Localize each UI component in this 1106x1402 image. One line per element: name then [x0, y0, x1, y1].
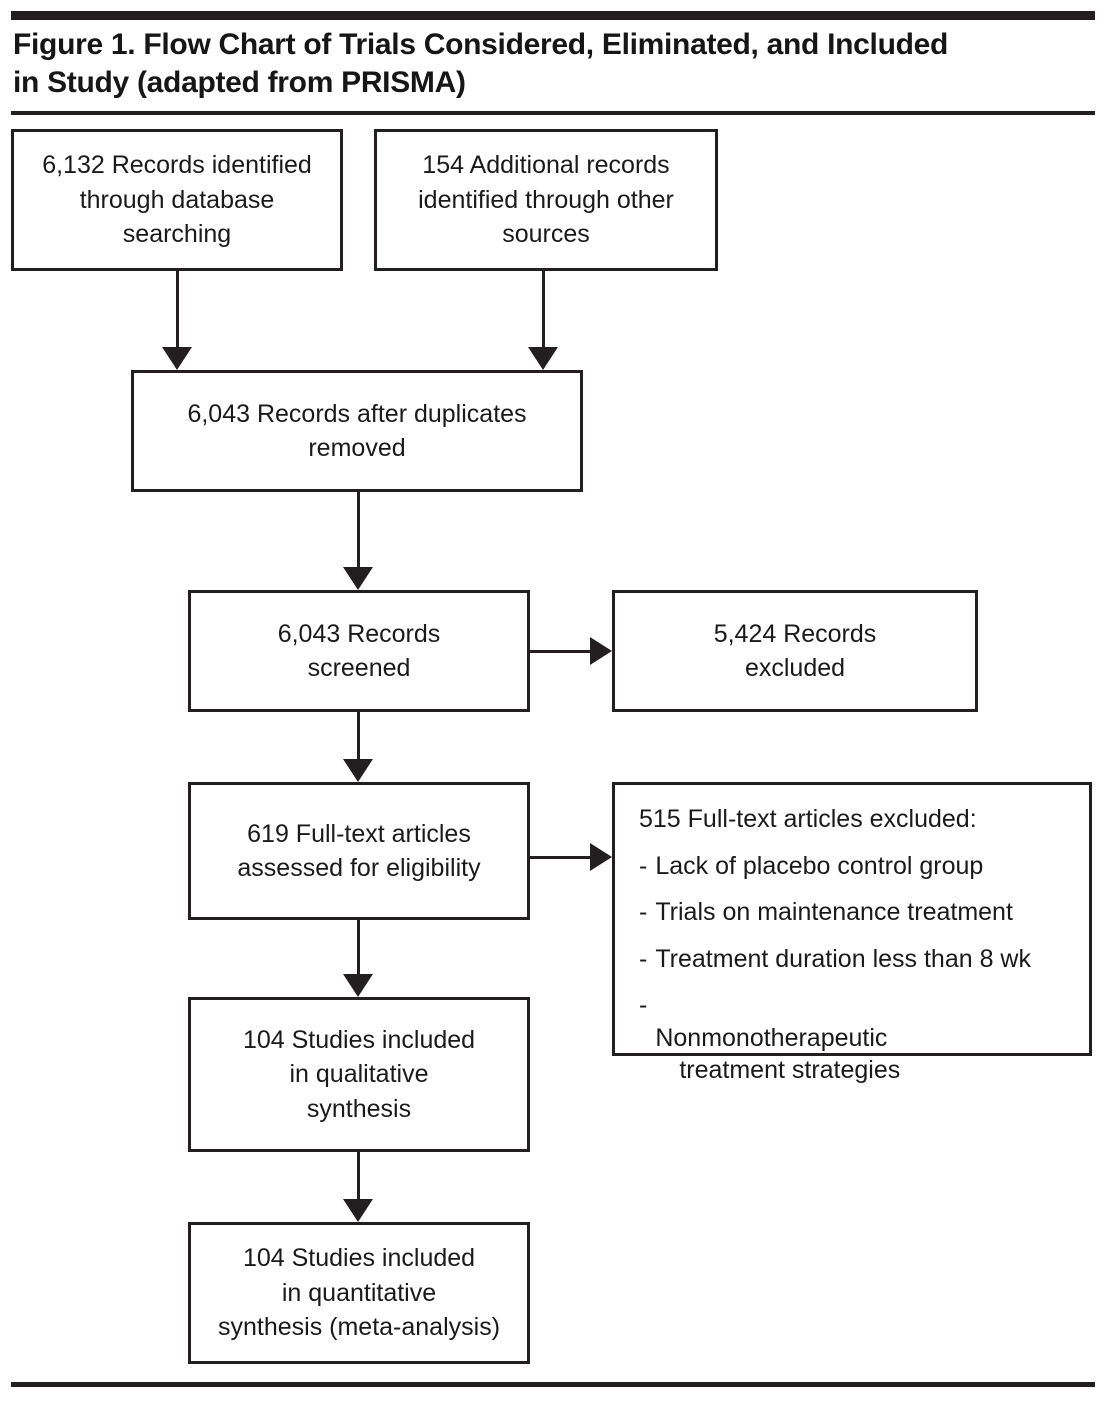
node-fulltext-assessed: 619 Full-text articles assessed for elig… [188, 782, 530, 920]
connector-other-to-duplicates [542, 271, 545, 347]
exclusion-reasons-list: 515 Full-text articles excluded: - Lack … [629, 803, 1075, 1119]
exclusion-item-label: Lack of placebo control group [655, 851, 984, 880]
arrowhead-database-to-duplicates [162, 347, 192, 370]
footer-rule [11, 1382, 1095, 1387]
node-database-records-label: 6,132 Records identified through databas… [42, 151, 312, 249]
arrowhead-screened-to-excluded [590, 637, 612, 665]
node-other-records: 154 Additional records identified throug… [374, 129, 718, 271]
exclusion-heading: 515 Full-text articles excluded: [639, 805, 977, 833]
node-records-excluded: 5,424 Records excluded [612, 590, 978, 712]
connector-fulltext-to-qualitative [357, 920, 360, 974]
node-duplicates-removed-label: 6,043 Records after duplicates removed [187, 399, 527, 463]
node-qualitative-synthesis-label: 104 Studies included in qualitative synt… [242, 1025, 476, 1123]
connector-screened-to-excluded [530, 650, 590, 653]
figure-title: Figure 1. Flow Chart of Trials Considere… [13, 28, 949, 100]
bullet-dash-icon: - [639, 898, 648, 926]
exclusion-item: - Lack of placebo control group [629, 850, 1075, 883]
node-records-screened: 6,043 Records screened [188, 590, 530, 712]
header-rule-top [11, 11, 1095, 20]
exclusion-item-label: Treatment duration less than 8 wk [655, 944, 1031, 973]
connector-duplicates-to-screened [357, 492, 360, 567]
exclusion-item: - Trials on maintenance treatment [629, 896, 1075, 929]
exclusion-item: - Nonmonotherapeutic treatment strategie… [629, 989, 1075, 1119]
node-quantitative-synthesis: 104 Studies included in quantitative syn… [188, 1222, 530, 1364]
exclusion-item: - Treatment duration less than 8 wk [629, 943, 1075, 976]
connector-qualitative-to-quantitative [357, 1152, 360, 1199]
figure-header: Figure 1. Flow Chart of Trials Considere… [11, 11, 1095, 115]
node-qualitative-synthesis: 104 Studies included in qualitative synt… [188, 997, 530, 1152]
bullet-dash-icon: - [639, 944, 648, 973]
connector-screened-to-fulltext [357, 712, 360, 759]
bullet-dash-icon: - [639, 991, 648, 1019]
node-records-screened-label: 6,043 Records screened [277, 619, 441, 683]
connector-database-to-duplicates [176, 271, 179, 347]
arrowhead-fulltext-to-qualitative [343, 974, 373, 997]
node-fulltext-assessed-label: 619 Full-text articles assessed for elig… [237, 819, 481, 883]
node-quantitative-synthesis-label: 104 Studies included in quantitative syn… [217, 1244, 501, 1342]
exclusion-item-label-multiline: Nonmonotherapeutic treatment strategies [655, 989, 1075, 1119]
connector-fulltext-to-excluded [530, 856, 590, 859]
exclusion-item-label: Trials on maintenance treatment [655, 898, 1013, 926]
node-records-excluded-label: 5,424 Records excluded [713, 619, 877, 683]
node-fulltext-excluded: 515 Full-text articles excluded: - Lack … [612, 782, 1092, 1084]
arrowhead-fulltext-to-excluded [590, 843, 612, 871]
arrowhead-other-to-duplicates [528, 347, 558, 370]
node-other-records-label: 154 Additional records identified throug… [418, 151, 674, 249]
arrowhead-screened-to-fulltext [343, 759, 373, 782]
bullet-dash-icon: - [639, 851, 648, 880]
arrowhead-duplicates-to-screened [343, 567, 373, 590]
exclusion-item-label-line2: treatment strategies [679, 1056, 901, 1084]
node-database-records: 6,132 Records identified through databas… [11, 129, 343, 271]
node-duplicates-removed: 6,043 Records after duplicates removed [131, 370, 583, 492]
header-rule-bottom [11, 110, 1095, 115]
exclusion-item-label-line1: Nonmonotherapeutic [655, 1023, 888, 1052]
arrowhead-qualitative-to-quantitative [343, 1199, 373, 1222]
